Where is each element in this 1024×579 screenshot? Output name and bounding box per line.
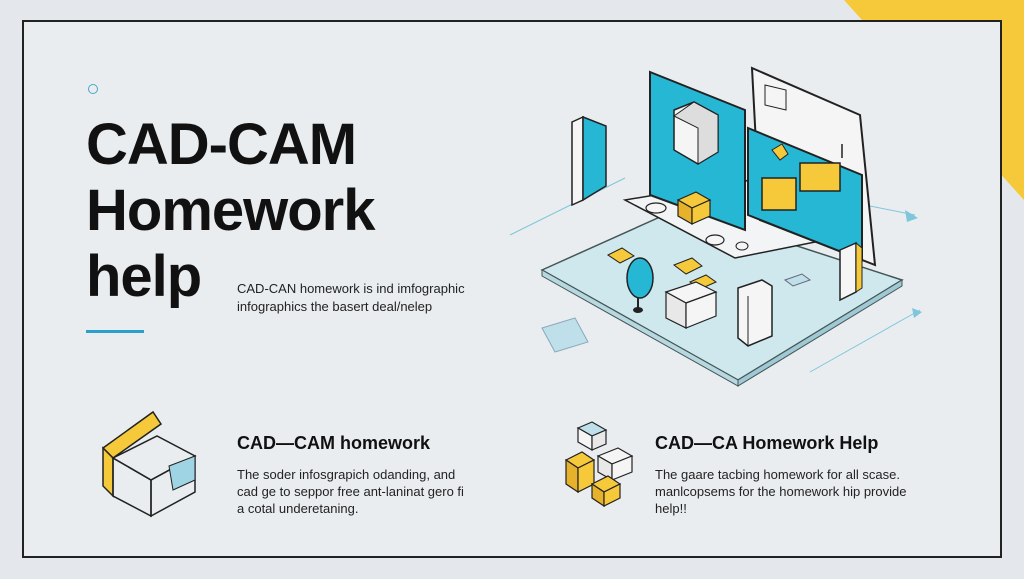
title-underline <box>86 330 144 333</box>
title-line-3: help <box>86 244 202 309</box>
bullet-dot-icon <box>88 84 98 94</box>
feature-card-cadcam: CAD—CAM homework The soder infosgrapich … <box>237 433 464 517</box>
title-line-2: Homework <box>86 178 376 243</box>
isometric-blocks-icon <box>564 421 634 508</box>
page-title: CAD-CAM Homework help <box>86 112 376 310</box>
lead-line-1: CAD-CAN homework is ind imfographic <box>237 281 465 296</box>
isometric-cube-icon <box>101 410 197 518</box>
lead-text: CAD-CAN homework is ind imfographic info… <box>237 280 487 316</box>
feature-title: CAD—CAM homework <box>237 433 431 453</box>
feature-line: The soder infosgrapich odanding, and <box>237 467 456 482</box>
feature-description: The soder infosgrapich odanding, and cad… <box>237 466 464 517</box>
title-line-1: CAD-CAM <box>86 112 357 177</box>
cad-workstation-illustration-icon <box>509 66 922 387</box>
feature-title: CAD—CA Homework Help <box>655 433 879 453</box>
feature-line: The gaare tacbing homework for all scase… <box>655 467 900 482</box>
feature-card-homework-help: CAD—CA Homework Help The gaare tacbing h… <box>655 433 906 517</box>
feature-line: cad ge to seppor free ant-laninat gero f… <box>237 484 464 499</box>
feature-description: The gaare tacbing homework for all scase… <box>655 466 906 517</box>
feature-line: help!! <box>655 501 687 516</box>
feature-line: manlcopsems for the homework hip provide <box>655 484 907 499</box>
lead-line-2: infographics the basert deal/nelep <box>237 299 433 314</box>
feature-line: a cotal underetaning. <box>237 501 359 516</box>
